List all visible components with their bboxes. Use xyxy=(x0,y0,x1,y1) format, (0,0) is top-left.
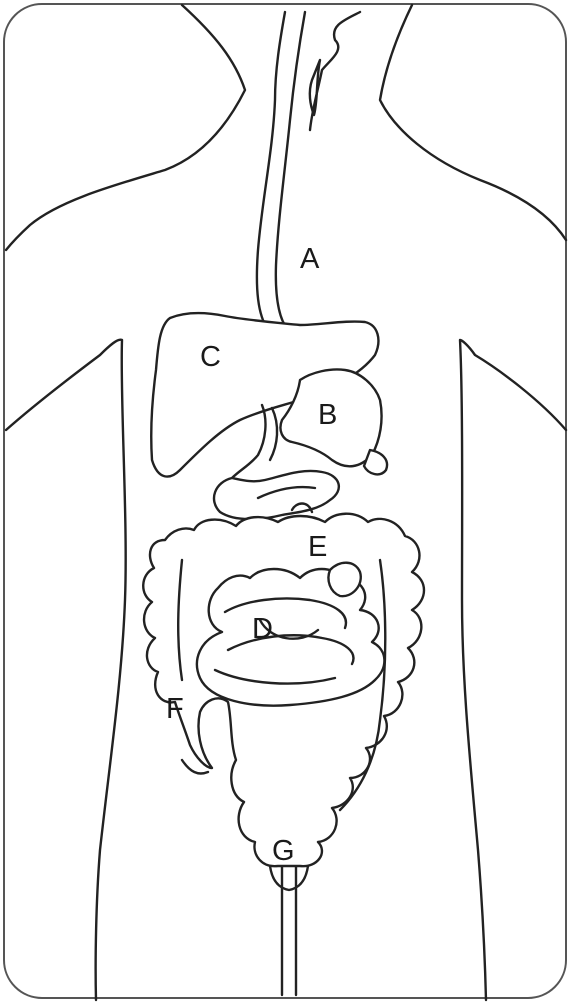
label-a: A xyxy=(300,243,320,275)
label-d: D xyxy=(252,613,273,645)
label-c: C xyxy=(200,341,221,373)
label-f: F xyxy=(166,693,184,725)
label-g: G xyxy=(272,835,295,867)
label-b: B xyxy=(318,399,337,431)
appendix-region xyxy=(328,563,360,596)
label-e: E xyxy=(308,531,327,563)
